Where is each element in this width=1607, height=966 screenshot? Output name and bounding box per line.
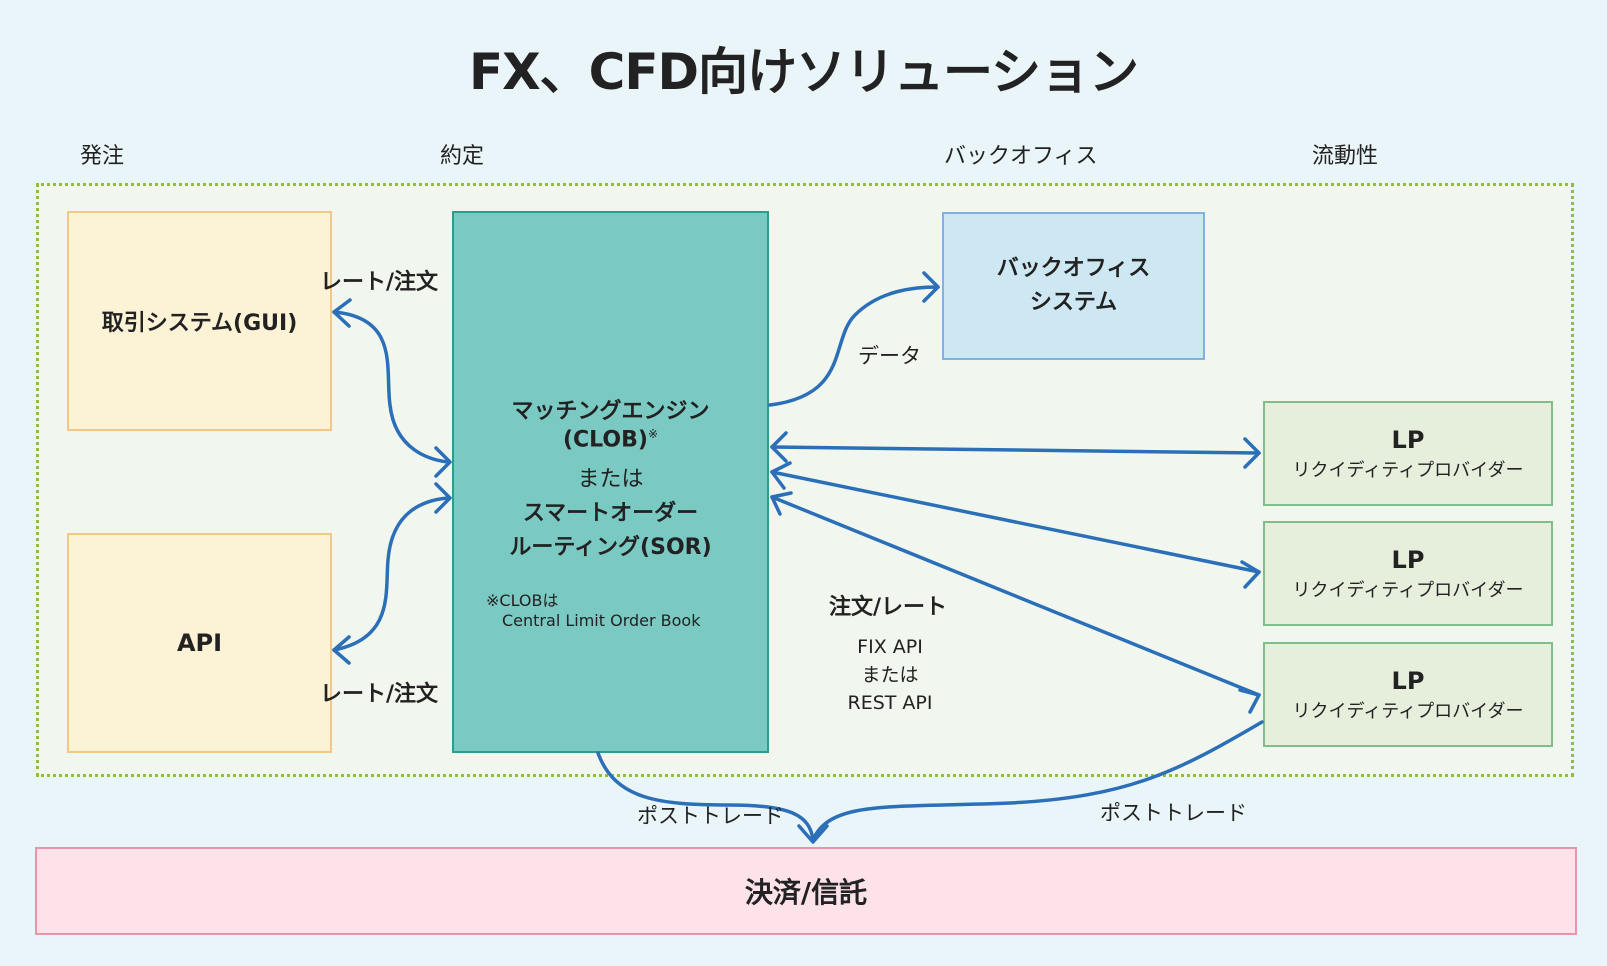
column-header-execution: 約定	[440, 144, 485, 169]
arrow-engine-lp2	[770, 470, 1261, 574]
lp-title-3: LP	[1391, 666, 1425, 695]
settlement-box: 決済/信託	[35, 847, 1577, 935]
arrowhead-engine-lp1-left	[770, 431, 788, 463]
arrow-api-engine	[332, 496, 450, 652]
lp-box-2: LP リクイディティプロバイダー	[1263, 521, 1553, 626]
engine-note-2: Central Limit Order Book	[502, 611, 701, 630]
arrowhead-engine-lp2-left	[770, 461, 792, 490]
label-post-trade-right: ポストトレード	[1100, 801, 1247, 825]
arrow-engine-lp3	[770, 495, 1261, 697]
lp-title-2: LP	[1391, 545, 1425, 574]
lp-box-3: LP リクイディティプロバイダー	[1263, 642, 1553, 747]
engine-line-4: スマートオーダー	[522, 501, 699, 526]
lp-subtitle-2: リクイディティプロバイダー	[1292, 579, 1524, 601]
arrow-lp3-settlement	[811, 720, 1264, 842]
arrow-gui-engine	[332, 310, 450, 464]
api-box: API	[67, 533, 332, 753]
engine-note-1: ※CLOBは	[486, 591, 559, 610]
engine-line-3: または	[577, 467, 644, 492]
arrowhead-gui	[332, 298, 352, 328]
engine-line-5: ルーティング(SOR)	[509, 535, 712, 560]
engine-line-2-wrap: (CLOB)※	[454, 427, 767, 452]
arrow-engine-lp1	[770, 445, 1261, 455]
engine-line-1: マッチングエンジン	[511, 399, 710, 424]
api-label: API	[176, 629, 223, 657]
back-office-line-2: システム	[1029, 290, 1118, 315]
engine-footnote-mark: ※	[647, 427, 659, 441]
arrowhead-lp1	[1243, 437, 1261, 469]
label-data: データ	[858, 344, 921, 368]
arrowhead-backoffice	[922, 271, 940, 303]
label-or: または	[861, 664, 919, 686]
label-rest-api: REST API	[847, 692, 933, 714]
label-post-trade-left: ポストトレード	[637, 804, 784, 828]
arrow-engine-settlement	[596, 751, 815, 842]
trading-gui-box: 取引システム(GUI)	[67, 211, 332, 431]
label-fix-api: FIX API	[857, 636, 923, 658]
column-header-back-office: バックオフィス	[944, 144, 1098, 169]
label-order-rate: 注文/レート	[829, 595, 948, 620]
arrowhead-engine-top	[434, 446, 452, 478]
page-title: FX、CFD向けソリューション	[468, 43, 1139, 101]
label-rate-order-top: レート/注文	[320, 270, 439, 295]
label-rate-order-bottom: レート/注文	[320, 682, 439, 707]
arrow-engine-backoffice	[768, 285, 940, 407]
column-header-order: 発注	[80, 144, 125, 169]
protocol-labels: FIX API または REST API	[820, 633, 960, 717]
lp-subtitle-1: リクイディティプロバイダー	[1292, 459, 1524, 481]
back-office-line-1: バックオフィス	[996, 256, 1151, 281]
lp-title-1: LP	[1391, 425, 1425, 454]
arrowhead-engine-lp3-left	[770, 491, 793, 516]
arrowhead-engine-bottom	[434, 482, 452, 514]
engine-line-2: (CLOB)	[562, 427, 648, 453]
lp-subtitle-3: リクイディティプロバイダー	[1292, 700, 1524, 722]
arrowhead-lp3	[1238, 688, 1261, 714]
matching-engine-box: マッチングエンジン (CLOB)※ または スマートオーダー ルーティング(SO…	[452, 211, 769, 753]
back-office-box: バックオフィス システム	[942, 212, 1205, 360]
lp-box-1: LP リクイディティプロバイダー	[1263, 401, 1553, 506]
arrowhead-settlement	[797, 824, 829, 844]
arrowhead-lp2	[1240, 560, 1261, 589]
arrowhead-api	[332, 635, 351, 665]
column-header-liquidity: 流動性	[1312, 144, 1379, 169]
trading-gui-label: 取引システム(GUI)	[101, 311, 298, 336]
settlement-label: 決済/信託	[744, 876, 868, 909]
